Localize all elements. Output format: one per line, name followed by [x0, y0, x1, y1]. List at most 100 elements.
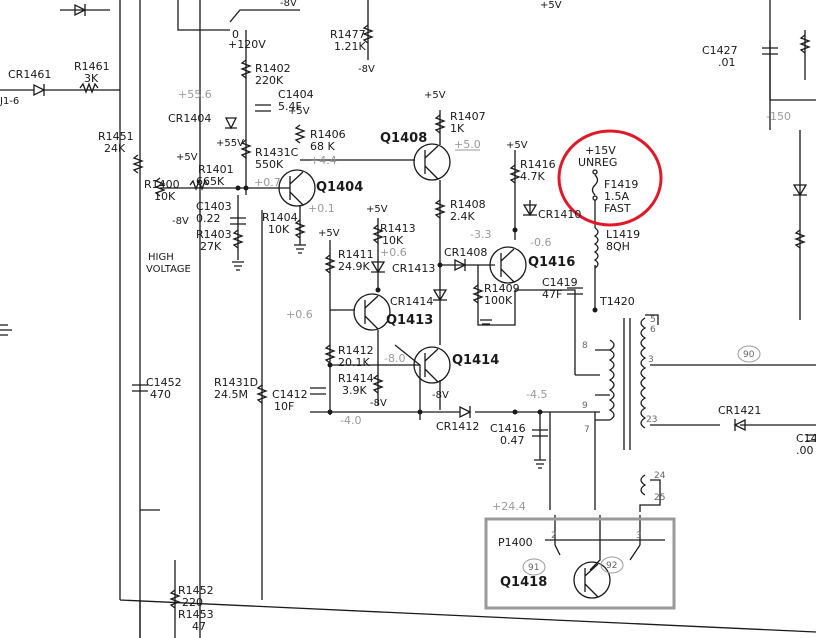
label-c1412: C1412	[272, 388, 308, 401]
tag-92: 92	[606, 561, 617, 571]
label-r1406: R1406	[310, 128, 346, 141]
volt-5v-c: +5V	[424, 90, 446, 101]
label-r1461: R1461	[74, 60, 110, 73]
label-f1419-rating: 1.5A	[604, 190, 629, 203]
label-cr1461: CR1461	[8, 68, 51, 81]
label-p1400: P1400	[498, 536, 533, 549]
volt-5v-e: +5V	[366, 204, 388, 215]
label-r1452: R1452	[178, 584, 214, 597]
diodes	[33, 3, 808, 432]
terminal-3: 3	[648, 355, 654, 365]
terminal-24: 24	[654, 471, 666, 481]
label-r1416: R1416	[520, 158, 556, 171]
label-c1427: C1427	[702, 44, 738, 57]
volt-0-1: +0.1	[308, 202, 335, 215]
label-r1400: R1400	[144, 178, 180, 191]
label-c1452: C1452	[146, 376, 182, 389]
label-c1419-val: 47F	[542, 288, 562, 301]
volt-5v-d: +5V	[540, 0, 562, 11]
volt-5v-a: +5V	[288, 106, 310, 117]
label-r1453: R1453	[178, 608, 214, 621]
label-cr1421: CR1421	[718, 404, 761, 417]
volt-m3-3: -3.3	[470, 228, 491, 241]
volt-55v: +55V	[216, 138, 244, 149]
label-r1451: R1451	[98, 130, 134, 143]
label-cr1413: CR1413	[392, 262, 435, 275]
label-r1407: R1407	[450, 110, 486, 123]
label-r1452-val: 220	[182, 596, 203, 609]
volt-m150: -150	[766, 110, 791, 123]
label-r1406-val: 68 K	[310, 140, 335, 153]
volt-5v-f: +5V	[318, 228, 340, 239]
label-voltage: VOLTAGE	[146, 264, 191, 275]
label-c1403-val: 0.22	[196, 212, 221, 225]
volt-55-6: +55.6	[178, 88, 212, 101]
label-q1418: Q1418	[500, 575, 547, 590]
resistors	[79, 24, 811, 609]
label-r1407-val: 1K	[450, 122, 465, 135]
tag-labels: 90 91 92	[528, 350, 755, 573]
label-c1404-val: 5.4F	[278, 100, 302, 113]
p1400-pin-3: 3	[636, 531, 642, 541]
label-cr1410: CR1410	[538, 208, 581, 221]
label-r1408: R1408	[450, 198, 486, 211]
label-r1414: R1414	[338, 372, 374, 385]
label-r1400-val: 10K	[154, 190, 176, 203]
volt-m4-5: -4.5	[526, 388, 547, 401]
terminal-25: 25	[654, 493, 665, 503]
label-j1-6: J1-6	[0, 96, 19, 107]
junction-dots	[235, 185, 598, 415]
volt-m8-d: -8V	[370, 398, 387, 409]
label-r1413-val: 10K	[382, 234, 404, 247]
label-c1416-val: 0.47	[500, 434, 525, 447]
label-r1431d-val: 24.5M	[214, 388, 248, 401]
p1400-pin-2: 2	[551, 531, 557, 541]
label-r1416-val: 4.7K	[520, 170, 545, 183]
label-r1477-val: 1.21K	[334, 40, 366, 53]
volt-4-4: +4.4	[310, 154, 337, 167]
label-c14x: C14	[796, 432, 816, 445]
label-l1419: L1419	[606, 228, 640, 241]
label-r1461-val: 3K	[84, 72, 99, 85]
label-r1431c-val: 550K	[255, 158, 284, 171]
label-r1453-val: 47	[192, 620, 206, 633]
label-c1412-val: 10F	[274, 400, 294, 413]
terminal-23: 23	[646, 415, 657, 425]
label-r1413: R1413	[380, 222, 416, 235]
label-plus15v: +15V	[585, 144, 616, 157]
label-high: HIGH	[148, 252, 174, 263]
volt-120v: +120V	[228, 38, 266, 51]
label-f1419-type: FAST	[604, 202, 631, 215]
label-q1413: Q1413	[386, 313, 433, 328]
label-c1416: C1416	[490, 422, 526, 435]
terminal-9: 9	[582, 401, 588, 411]
volt-m0-6: -0.6	[530, 236, 551, 249]
tag-circles	[522, 345, 761, 576]
tag-91: 91	[528, 563, 539, 573]
label-c1427-val: .01	[718, 56, 736, 69]
label-r1414-val: 3.9K	[342, 384, 367, 397]
inductor-fuse	[591, 169, 599, 269]
label-cr1414: CR1414	[390, 295, 433, 308]
label-c1419: C1419	[542, 276, 578, 289]
label-t1420: T1420	[599, 295, 635, 308]
label-r1401-val: 665K	[196, 175, 225, 188]
ground-symbols	[0, 244, 546, 469]
label-r1411: R1411	[338, 248, 374, 261]
label-r1477: R1477	[330, 28, 366, 41]
volt-5-0: +5.0	[454, 138, 481, 151]
label-r1409-val: 100K	[484, 294, 513, 307]
volt-m8-e: -8V	[432, 390, 449, 401]
transistors	[278, 143, 611, 599]
component-labels: CR1461 R1461 3K J1-6 R1451 24K R1402 220…	[0, 28, 816, 633]
label-l1419-val: 8QH	[606, 240, 630, 253]
label-r1403: R1403	[196, 228, 232, 241]
label-r1451-val: 24K	[104, 142, 126, 155]
label-r1408-val: 2.4K	[450, 210, 475, 223]
label-r1404-val: 10K	[268, 223, 290, 236]
label-c1403: C1403	[196, 200, 232, 213]
label-cr1408: CR1408	[444, 246, 487, 259]
tag-90: 90	[743, 350, 755, 360]
